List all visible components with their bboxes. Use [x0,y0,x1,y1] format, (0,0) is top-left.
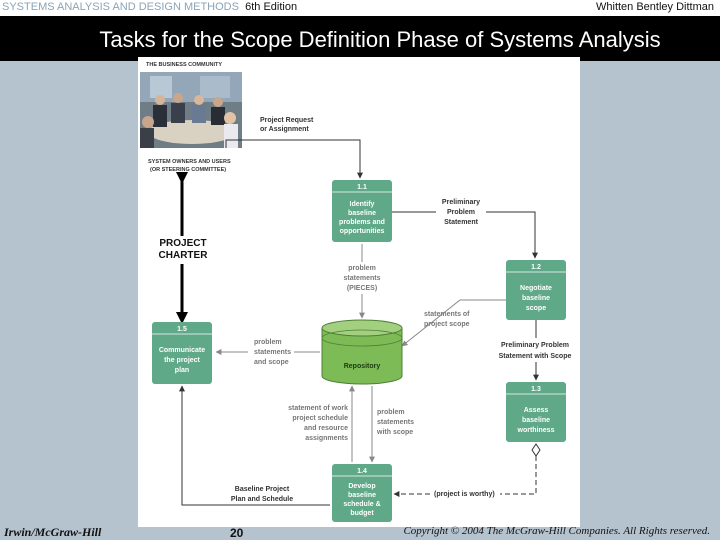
baseline-plan-arrow [179,385,330,506]
slide-title: Tasks for the Scope Definition Phase of … [99,27,661,52]
publisher: Irwin/McGraw-Hill [4,525,102,539]
edition: 6th Edition [245,1,298,13]
project-charter-label-bg [152,236,214,264]
book-title: SYSTEMS ANALYSIS AND DESIGN METHODS 6th … [2,1,298,13]
project-is-worthy-label: (project is worthy) [434,491,495,498]
authors: Whitten Bentley Dittman [596,1,714,13]
page-number: 20 [230,526,244,540]
svg-text:1.4: 1.4 [357,468,367,475]
worthiness-decision-diamond [531,443,541,457]
svg-text:1.5: 1.5 [177,326,187,333]
repository-datastore[interactable]: Repository [321,319,403,385]
copyright: Copyright © 2004 The McGraw-Hill Compani… [403,525,710,537]
header-bar [0,0,720,16]
svg-text:1.1: 1.1 [357,184,367,191]
title-bar [0,16,720,61]
repository-label: Repository [344,363,381,370]
svg-text:1.3: 1.3 [531,386,541,393]
project-scope-arrow [401,299,506,347]
business-meeting-photo [140,72,242,148]
svg-text:1.2: 1.2 [531,264,541,271]
business-community-label: THE BUSINESS COMMUNITY [146,62,222,68]
owners-label-line2: (OR STEERING COMMITTEE) [150,167,226,173]
project-request-arrow [225,139,363,179]
owners-label-line1: SYSTEM OWNERS AND USERS [148,159,231,165]
